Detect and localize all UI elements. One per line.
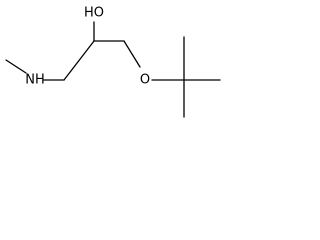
ether-oxygen-label: O: [140, 73, 150, 88]
amine-label: NH: [25, 73, 45, 88]
bond-ch2-choh: [63, 40, 95, 81]
hydroxyl-label: HO: [84, 6, 104, 21]
bond-ch2-o: [123, 40, 141, 68]
structure-diagram: HO NH O: [0, 0, 226, 120]
skeletal-formula: HO NH O: [5, 6, 221, 118]
bond-methyl-nh: [5, 59, 27, 74]
